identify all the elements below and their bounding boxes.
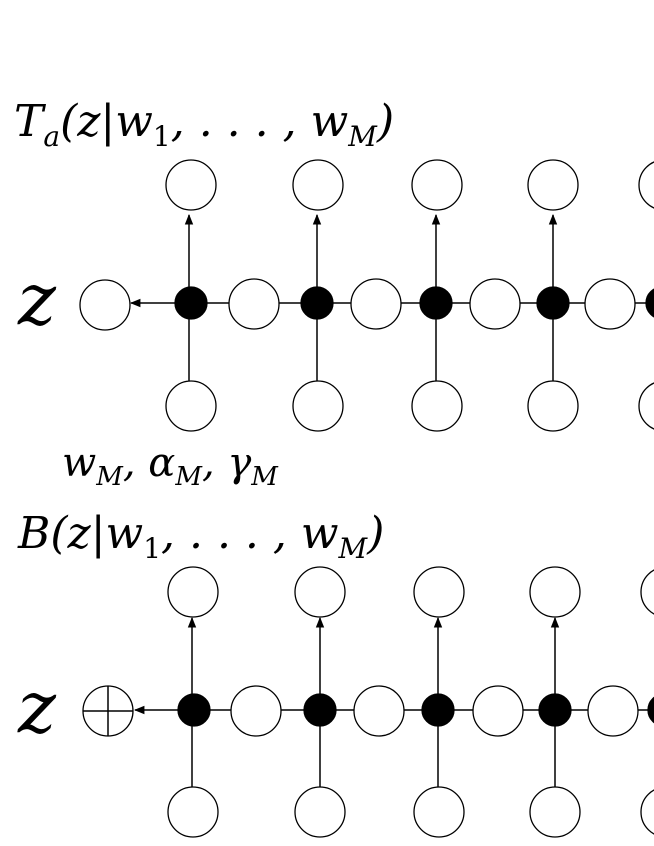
bottom-vertical-edges: [187, 616, 560, 788]
top-output-node: [79, 279, 131, 331]
top-chain-open-nodes: [228, 278, 636, 330]
top-left-variable: z: [17, 257, 57, 341]
top-diagram: Ta(z|w1, . . . , wM) z: [14, 96, 654, 492]
top-title: Ta(z|w1, . . . , wM): [14, 96, 394, 153]
bottom-core-nodes: [177, 693, 654, 727]
bottom-upper-nodes: [167, 566, 654, 618]
bottom-diagram: B(z|w1, . . . , wM) z: [17, 508, 654, 838]
bottom-lower-nodes: [167, 786, 654, 838]
top-node-label: wM, αM, γM: [62, 440, 279, 492]
bottom-title: B(z|w1, . . . , wM): [17, 508, 384, 565]
bottom-left-variable: z: [17, 665, 57, 749]
circle-plus-icon: [82, 685, 134, 737]
bottom-chain-open-nodes: [230, 685, 639, 737]
top-core-nodes: [174, 286, 654, 320]
top-upper-nodes: [165, 159, 654, 211]
top-lower-nodes: [165, 380, 654, 432]
